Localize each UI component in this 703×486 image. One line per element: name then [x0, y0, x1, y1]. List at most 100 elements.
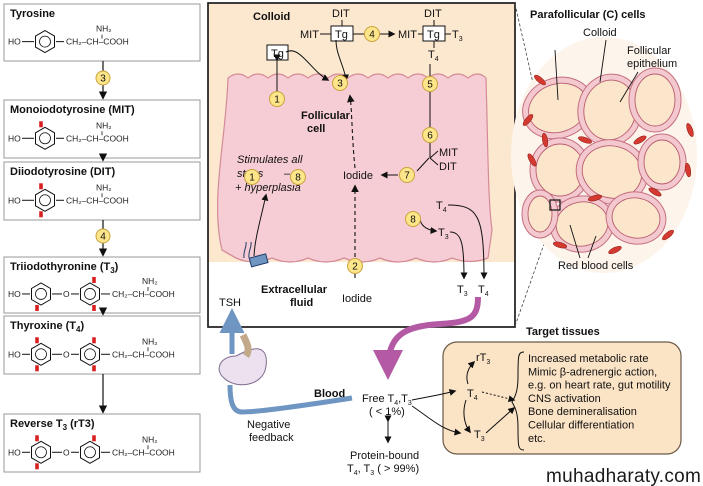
watermark: muhadharaty.com	[546, 466, 701, 486]
svg-text:3: 3	[100, 74, 106, 85]
side-chain-label: CH₂–CH–COOH	[112, 447, 175, 457]
red-blood-cell	[578, 136, 592, 144]
histology-panel: Parafollicular (C) cells Colloid Follicu…	[511, 3, 697, 327]
red-blood-cell	[527, 153, 537, 167]
t4-inner: T4	[436, 200, 447, 214]
step-circle: 5	[422, 76, 438, 92]
tsh-label: TSH	[219, 297, 241, 309]
svg-text:2: 2	[352, 262, 358, 273]
effect-item: Mimic β-adrenergic action,	[528, 366, 657, 378]
follicle	[549, 195, 615, 253]
side-chain-label: CH₂–CH–COOH	[112, 289, 175, 299]
svg-text:4: 4	[100, 232, 106, 243]
benzene-ring	[35, 188, 55, 212]
molecule-name: Triiodothyronine (T3)	[10, 261, 119, 275]
step-circle: 2	[347, 258, 363, 274]
extracellular-fluid-label: Extracellular	[261, 284, 328, 296]
red-blood-cell	[522, 114, 534, 126]
t3-top: T3	[452, 29, 463, 43]
iodide-inside: Iodide	[343, 170, 373, 182]
red-blood-cells	[522, 74, 694, 255]
mit-top-right: MIT	[398, 29, 417, 41]
circulation-panel: Blood Negative feedback Free T4,T3 ( < 1…	[218, 296, 682, 477]
svg-text:4: 4	[369, 30, 375, 41]
amine-label: NH₂	[96, 182, 112, 192]
benzene-ring	[31, 282, 51, 306]
step-circle: 6	[422, 127, 438, 143]
target-tissues-title: Target tissues	[526, 326, 600, 338]
iodine-mark	[35, 463, 39, 470]
red-blood-cell	[633, 135, 647, 145]
red-blood-cell	[684, 162, 692, 178]
follicular-cell-label-2: cell	[307, 123, 325, 135]
svg-text:3: 3	[337, 79, 343, 90]
step-circle: 4	[364, 26, 380, 42]
hydroxyl-label: HO	[8, 289, 21, 299]
tg-label-left: Tg	[271, 48, 284, 60]
follicle	[529, 137, 591, 203]
dit-top-1: DIT	[332, 8, 350, 20]
free-hormone-pct: ( < 1%)	[369, 406, 405, 418]
red-blood-cell	[587, 194, 603, 202]
iodine-mark	[92, 337, 96, 344]
feedback-arrow	[227, 384, 353, 415]
t4-secreted: T4	[478, 284, 489, 298]
svg-text:1: 1	[249, 173, 255, 184]
benzene-ring	[80, 440, 100, 464]
step-circle: 3	[95, 70, 111, 86]
iodine-mark	[92, 365, 96, 372]
stimulates-line-3: + hyperplasia	[235, 182, 301, 194]
follicle	[577, 73, 643, 147]
target-rt3: rT3	[476, 352, 490, 366]
ether-oxygen-label: O	[63, 447, 70, 457]
iodine-mark	[39, 121, 43, 128]
iodine-mark	[35, 365, 39, 372]
tg-label-top-1: Tg	[335, 29, 348, 41]
step-circle: 3	[332, 75, 348, 91]
molecule-frame	[3, 3, 201, 62]
svg-text:7: 7	[404, 171, 410, 182]
iodine-mark	[39, 211, 43, 218]
mit-mid: MIT	[439, 147, 458, 159]
stimulates-line-1: Stimulates all	[237, 154, 303, 166]
protein-bound-1: Protein-bound	[350, 450, 419, 462]
iodide-outside: Iodide	[342, 293, 372, 305]
tsh-receptor	[248, 253, 269, 268]
red-blood-cell	[686, 123, 694, 137]
molecule-frame	[3, 99, 201, 159]
rbc-label: Red blood cells	[558, 260, 634, 272]
red-blood-cell	[608, 245, 622, 255]
follicle	[605, 191, 667, 245]
effect-item: Cellular differentiation	[528, 420, 634, 432]
iodine-mark	[92, 304, 96, 311]
molecule-frame	[3, 161, 201, 221]
iodine-mark	[35, 337, 39, 344]
step-circle: 8	[405, 211, 421, 227]
molecule-frame	[3, 413, 201, 473]
red-blood-cell	[552, 241, 568, 249]
molecule-name: Tyrosine	[10, 8, 55, 20]
benzene-ring	[35, 30, 55, 54]
step-circle: 1	[269, 91, 285, 107]
blood-label: Blood	[314, 388, 345, 400]
amine-label: NH₂	[142, 276, 158, 286]
hydroxyl-label: HO	[8, 37, 21, 47]
side-chain-label: CH₂–CH–COOH	[66, 133, 129, 143]
effect-item: Bone demineralisation	[528, 406, 637, 418]
effect-item: etc.	[528, 433, 546, 445]
colloid-label: Colloid	[253, 11, 290, 23]
protein-bound-2: T4, T3 ( > 99%)	[347, 463, 419, 477]
iodine-mark	[39, 183, 43, 190]
svg-text:8: 8	[295, 173, 301, 184]
benzene-ring	[35, 126, 55, 150]
molecule-frame	[3, 315, 201, 375]
negative-feedback-2: feedback	[249, 432, 294, 444]
amine-label: NH₂	[96, 24, 112, 34]
effect-item: CNS activation	[528, 393, 601, 405]
parafollicular-title: Parafollicular (C) cells	[530, 9, 646, 21]
tg-label-top-2: Tg	[427, 29, 440, 41]
iodine-mark	[35, 304, 39, 311]
